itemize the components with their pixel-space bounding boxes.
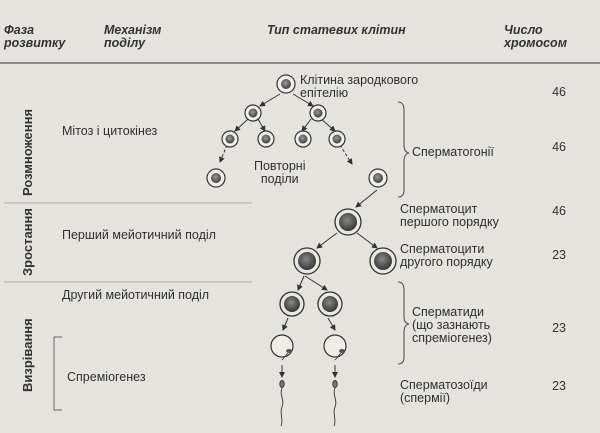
cell-spermatogonium [244,104,262,122]
cell-spermatocyte-2 [369,247,397,275]
cell-maturing-spermatid [270,334,294,361]
brace-spermatids [397,281,410,365]
brace-spermatogonia [397,101,410,198]
cell-spermatogonium [257,130,275,148]
mechanism-mitosis: Мітоз і цитокінез [62,124,158,138]
lineage-arrows [219,93,378,378]
cell-spermatogonium [368,168,388,188]
cell-spermatocyte-2 [293,247,321,275]
chromosome-count: 46 [552,140,566,154]
phase-reproduction: Розмноження [20,108,35,196]
chromosome-count: 23 [552,248,566,262]
braces [397,101,410,365]
phase-maturation: Визрівання [20,318,35,392]
label-spermatozoa: Сперматозоїди(спермії) [400,378,488,406]
cell-spermatogonium [328,130,346,148]
cell-spermatogonium [206,168,226,188]
header-cell-type: Тип статевих клітин [267,23,406,37]
chromosome-count: 23 [552,379,566,393]
cell-spermatocyte-1 [334,208,362,236]
spermatozoon [332,380,338,427]
cell-spermatogonium [294,130,312,148]
cell-spermatogonium [221,130,239,148]
spermiogenesis-bracket [53,336,62,411]
cell-germ-epithelium [276,74,296,94]
cell-spermatid [279,291,305,317]
mechanism-meiosis-1: Перший мейотичний поділ [62,228,216,242]
chromosome-count: 23 [552,321,566,335]
cell-spermatogonium [309,104,327,122]
phase-growth: Зростання [20,208,35,276]
spermatozoon [279,380,285,427]
chromosome-count: 46 [552,85,566,99]
mechanism-spermiogenesis: Спреміогенез [67,370,146,384]
chromosome-count: 46 [552,204,566,218]
cell-maturing-spermatid [323,334,347,361]
cell-spermatid [317,291,343,317]
mechanism-meiosis-2: Другий мейотичний поділ [62,288,210,302]
label-spermatogonia: Сперматогонії [412,145,494,159]
